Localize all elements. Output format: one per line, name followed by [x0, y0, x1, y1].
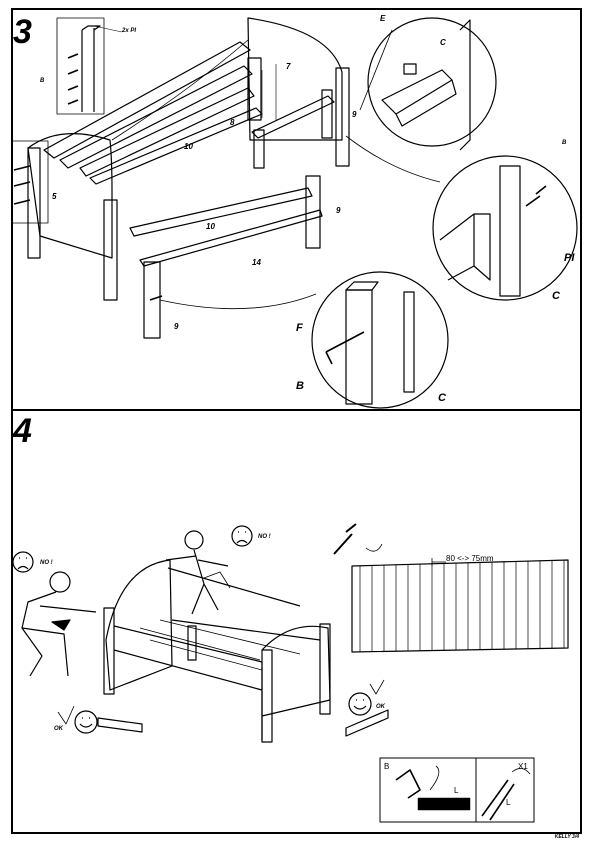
label-e-top: E	[380, 14, 386, 23]
bed-headboard	[105, 559, 173, 691]
label-ok-left: OK	[54, 726, 63, 732]
tool-box	[379, 757, 535, 823]
guard-rail	[251, 95, 335, 139]
label-b-left: B	[40, 78, 45, 84]
rail-2	[59, 65, 253, 169]
label-7: 7	[286, 62, 291, 71]
label-no-top: NO !	[258, 534, 271, 540]
label-9-bottom: 9	[174, 322, 179, 331]
page-border	[11, 8, 582, 834]
rail-10-lower	[129, 187, 313, 237]
back-headboard	[247, 17, 343, 141]
label-tool-l2: L	[506, 798, 511, 807]
label-c-top: C	[440, 38, 446, 47]
inset-post-box	[56, 17, 105, 115]
post-9-right	[305, 175, 321, 249]
label-10-b: 10	[206, 222, 215, 231]
label-spacing: 80 <-> 75mm	[446, 554, 494, 563]
inset-pins	[67, 53, 79, 105]
label-b-right: B	[562, 140, 567, 146]
rail-14	[139, 209, 323, 267]
label-ok-right: OK	[376, 704, 385, 710]
guard-post-2	[321, 89, 333, 139]
guard-post	[253, 129, 265, 169]
rail-4	[89, 107, 263, 185]
label-tool-x1: X1	[518, 762, 528, 771]
label-c-right: C	[552, 290, 560, 302]
label-pi-right: PI	[564, 252, 575, 264]
front-post-right	[103, 199, 118, 301]
label-14: 14	[252, 258, 261, 267]
bed-foot-post-left	[261, 649, 273, 743]
label-pins: 2x PI	[122, 28, 137, 34]
zoom-circle-right	[432, 155, 578, 301]
step-4-number: 4	[13, 412, 32, 450]
front-post-left	[27, 147, 41, 259]
step-3-number: 3	[13, 13, 32, 51]
back-post-right	[335, 67, 350, 167]
label-5: 5	[52, 192, 57, 201]
label-9-mid: 9	[336, 206, 341, 215]
zoom-circle-top	[367, 17, 497, 147]
child-head	[184, 530, 204, 550]
label-f-zoom: F	[296, 322, 303, 334]
label-10-a: 10	[184, 142, 193, 151]
front-footboard	[27, 133, 113, 259]
step-divider	[11, 409, 582, 411]
label-8: 8	[230, 118, 235, 127]
happy-face-right	[348, 692, 372, 716]
zoom-circle-bottom	[311, 271, 449, 409]
label-tool-b: B	[384, 762, 390, 771]
inset-post	[81, 25, 101, 112]
slat-right	[345, 709, 389, 737]
sad-face-left	[12, 551, 34, 573]
label-tool-l1: L	[454, 786, 459, 795]
slat-left	[97, 717, 143, 733]
adult-head	[49, 571, 71, 593]
label-b-zoom: B	[296, 380, 304, 392]
back-post-left	[247, 57, 262, 121]
label-9-top: 9	[352, 110, 357, 119]
happy-face-left	[74, 710, 98, 734]
inset-left-box	[11, 140, 49, 224]
page-footer: KELLY 3/4	[554, 834, 579, 840]
rail-3	[79, 87, 255, 177]
bed-foot-post-right	[319, 623, 331, 715]
slat-panel	[351, 559, 569, 653]
label-c-zoom: C	[438, 392, 446, 404]
sad-face-top	[231, 525, 253, 547]
guard-slat	[187, 625, 197, 661]
rail-1	[43, 41, 251, 159]
label-no-left: NO !	[40, 560, 53, 566]
bed-head-post	[103, 607, 115, 695]
